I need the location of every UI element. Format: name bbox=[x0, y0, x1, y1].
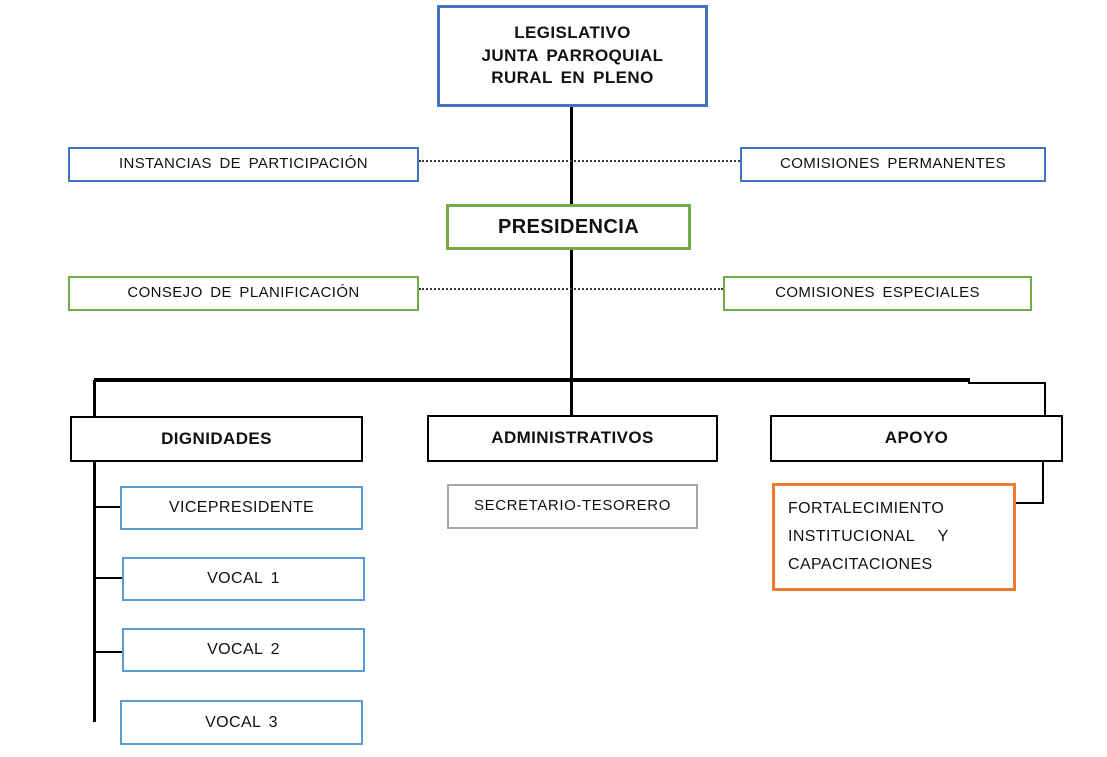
connector-dotted-consejo-especiales bbox=[419, 288, 723, 290]
node-legislativo-line2: JUNTA PARROQUIAL bbox=[481, 45, 664, 65]
node-fortalecimiento-line3: CAPACITACIONES bbox=[788, 556, 933, 573]
node-apoyo-label: APOYO bbox=[884, 428, 949, 448]
node-fortalecimiento-line1: FORTALECIMIENTO bbox=[788, 500, 945, 517]
node-apoyo: APOYO bbox=[770, 415, 1063, 462]
node-vocal-2-label: VOCAL 2 bbox=[207, 641, 280, 659]
node-presidencia-label: PRESIDENCIA bbox=[497, 215, 640, 238]
node-legislativo-line3: RURAL EN PLENO bbox=[491, 68, 654, 88]
drop-administrativos bbox=[570, 380, 573, 415]
branch-horizontal-line bbox=[94, 378, 970, 382]
node-presidencia: PRESIDENCIA bbox=[446, 204, 691, 250]
node-administrativos-label: ADMINISTRATIVOS bbox=[491, 428, 654, 448]
node-comisiones-especiales-label: COMISIONES ESPECIALES bbox=[775, 284, 980, 302]
stub-vocal2 bbox=[95, 651, 122, 653]
node-legislativo-line1: LEGISLATIVO bbox=[514, 22, 631, 42]
apoyo-drop-line bbox=[1042, 462, 1044, 504]
stub-vocal1 bbox=[95, 577, 122, 579]
stub-vicepresidente bbox=[95, 506, 120, 508]
node-instancias-participacion: INSTANCIAS DE PARTICIPACIÓN bbox=[68, 147, 419, 182]
node-fortalecimiento: FORTALECIMIENTO INSTITUCIONAL Y CAPACITA… bbox=[772, 483, 1016, 591]
node-vocal-1: VOCAL 1 bbox=[122, 557, 365, 601]
connector-legislativo-presidencia bbox=[570, 107, 573, 204]
node-comisiones-especiales: COMISIONES ESPECIALES bbox=[723, 276, 1032, 311]
node-vicepresidente-label: VICEPRESIDENTE bbox=[168, 499, 315, 517]
node-vocal-2: VOCAL 2 bbox=[122, 628, 365, 672]
drop-dignidades bbox=[93, 380, 96, 417]
stub-fortalecimiento bbox=[1016, 502, 1044, 504]
node-administrativos: ADMINISTRATIVOS bbox=[427, 415, 718, 462]
node-legislativo: LEGISLATIVO JUNTA PARROQUIAL RURAL EN PL… bbox=[437, 5, 708, 107]
drop-apoyo bbox=[1044, 382, 1046, 415]
node-vocal-3: VOCAL 3 bbox=[120, 700, 363, 745]
node-comisiones-permanentes: COMISIONES PERMANENTES bbox=[740, 147, 1046, 182]
dignidades-spine bbox=[93, 462, 96, 722]
connector-presidencia-branch bbox=[570, 250, 573, 382]
node-consejo-planificacion: CONSEJO DE PLANIFICACIÓN bbox=[68, 276, 419, 311]
node-secretario-tesorero: SECRETARIO-TESORERO bbox=[447, 484, 698, 529]
node-vocal-3-label: VOCAL 3 bbox=[205, 713, 278, 731]
node-instancias-label: INSTANCIAS DE PARTICIPACIÓN bbox=[118, 155, 369, 173]
node-dignidades-label: DIGNIDADES bbox=[161, 428, 272, 448]
node-secretario-tesorero-label: SECRETARIO-TESORERO bbox=[474, 497, 671, 515]
node-comisiones-permanentes-label: COMISIONES PERMANENTES bbox=[780, 155, 1006, 173]
connector-dotted-instancias-comisiones bbox=[419, 160, 740, 162]
node-consejo-label: CONSEJO DE PLANIFICACIÓN bbox=[127, 284, 360, 302]
node-dignidades: DIGNIDADES bbox=[70, 416, 363, 462]
branch-horizontal-line-right bbox=[968, 382, 1046, 384]
node-vocal-1-label: VOCAL 1 bbox=[207, 570, 280, 588]
node-vicepresidente: VICEPRESIDENTE bbox=[120, 486, 363, 530]
node-fortalecimiento-line2: INSTITUCIONAL Y bbox=[788, 528, 949, 545]
